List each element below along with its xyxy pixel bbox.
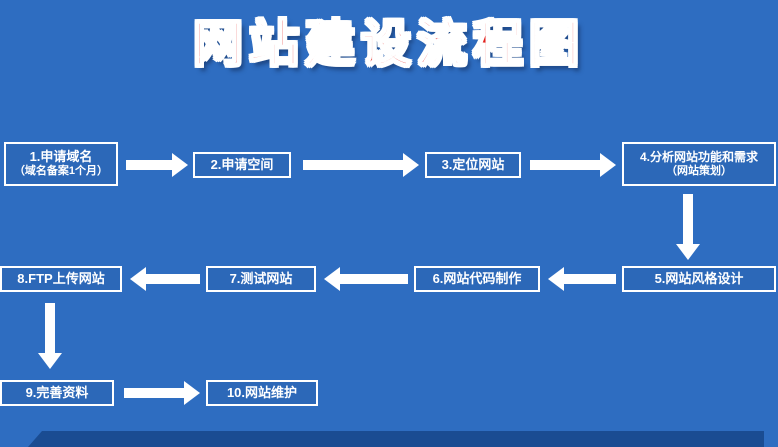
arrow-head-icon xyxy=(548,267,564,291)
arrow-shaft xyxy=(683,194,693,246)
arrow-head-icon xyxy=(676,244,700,260)
arrow-shaft xyxy=(338,274,408,284)
node-site-maintenance-label: 10.网站维护 xyxy=(226,384,298,400)
node-complete-info-label: 9.完善资料 xyxy=(25,384,89,400)
arrow-head-icon xyxy=(184,381,200,405)
arrow-head-icon xyxy=(403,153,419,177)
arrow-head-icon xyxy=(600,153,616,177)
arrow-5-to-6 xyxy=(548,267,616,291)
arrow-7-to-8 xyxy=(130,267,200,291)
node-apply-space: 2.申请空间 xyxy=(193,152,291,178)
node-style-design-label: 5.网站风格设计 xyxy=(654,270,744,286)
arrow-shaft xyxy=(530,160,602,170)
node-test-site: 7.测试网站 xyxy=(206,266,316,292)
node-position-site-label: 3.定位网站 xyxy=(441,156,505,172)
arrow-shaft xyxy=(562,274,616,284)
node-apply-domain-sublabel: （域名备案1个月） xyxy=(13,165,109,178)
arrow-head-icon xyxy=(172,153,188,177)
arrow-shaft xyxy=(126,160,174,170)
node-test-site-label: 7.测试网站 xyxy=(229,270,293,286)
arrow-6-to-7 xyxy=(324,267,408,291)
node-analyze-requirements-label: 4.分析网站功能和需求 xyxy=(639,149,758,164)
arrow-3-to-4 xyxy=(530,153,616,177)
node-position-site: 3.定位网站 xyxy=(425,152,521,178)
node-apply-domain-label: 1.申请域名 xyxy=(29,149,93,164)
node-analyze-requirements-sublabel: （网站策划） xyxy=(666,164,732,177)
node-ftp-upload-label: 8.FTP上传网站 xyxy=(17,270,105,286)
node-complete-info: 9.完善资料 xyxy=(0,380,114,406)
diagram-title: 网站建设流程图 xyxy=(192,15,585,73)
arrow-1-to-2 xyxy=(126,153,188,177)
arrow-head-icon xyxy=(324,267,340,291)
node-style-design: 5.网站风格设计 xyxy=(622,266,776,292)
node-apply-domain: 1.申请域名 （域名备案1个月） xyxy=(4,142,118,186)
node-site-maintenance: 10.网站维护 xyxy=(206,380,318,406)
arrow-shaft xyxy=(124,388,186,398)
arrow-4-to-5 xyxy=(676,194,700,260)
node-code-production-label: 6.网站代码制作 xyxy=(432,270,522,286)
node-apply-space-label: 2.申请空间 xyxy=(210,156,274,172)
arrow-head-icon xyxy=(38,353,62,369)
arrow-2-to-3 xyxy=(303,153,419,177)
arrow-9-to-10 xyxy=(124,381,200,405)
arrow-8-to-9 xyxy=(38,303,62,369)
arrow-shaft xyxy=(303,160,405,170)
node-ftp-upload: 8.FTP上传网站 xyxy=(0,266,122,292)
arrow-shaft xyxy=(144,274,200,284)
node-code-production: 6.网站代码制作 xyxy=(414,266,540,292)
node-analyze-requirements: 4.分析网站功能和需求 （网站策划） xyxy=(622,142,776,186)
arrow-shaft xyxy=(45,303,55,355)
footer-band xyxy=(28,431,764,447)
arrow-head-icon xyxy=(130,267,146,291)
